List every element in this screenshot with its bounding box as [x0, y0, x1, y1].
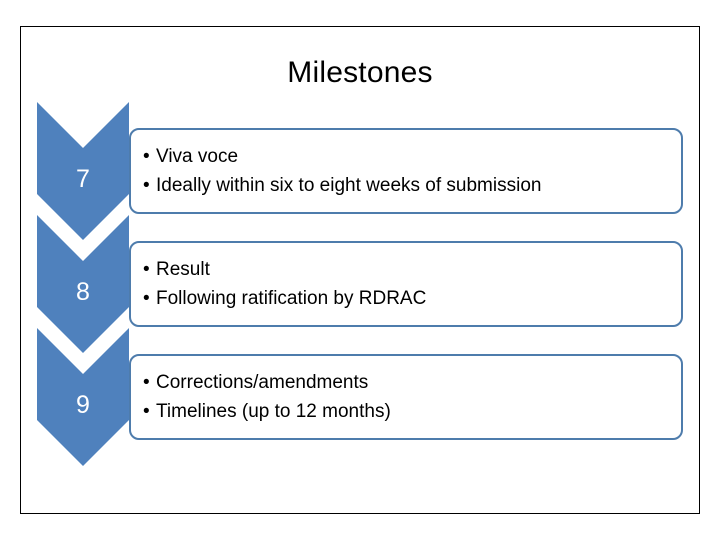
list-item: • Viva voce [143, 142, 673, 171]
bullet-text: Ideally within six to eight weeks of sub… [156, 175, 542, 196]
bullet-icon: • [143, 372, 150, 393]
list-item: • Timelines (up to 12 months) [143, 397, 673, 426]
list-item: • Corrections/amendments [143, 368, 673, 397]
milestone-step-2[interactable]: 8 • Result • Following ratification by R… [21, 215, 701, 353]
bullet-icon: • [143, 259, 150, 280]
bullet-icon: • [143, 146, 150, 167]
slide-frame: Milestones 7 • Viva voce • Ideally withi… [20, 26, 700, 514]
list-item: • Following ratification by RDRAC [143, 284, 673, 313]
milestone-step-3[interactable]: 9 • Corrections/amendments • Timelines (… [21, 328, 701, 466]
bullet-icon: • [143, 288, 150, 309]
chevron-shape-3: 9 [37, 328, 129, 466]
step-card-3[interactable]: • Corrections/amendments • Timelines (up… [129, 354, 683, 440]
step-card-2[interactable]: • Result • Following ratification by RDR… [129, 241, 683, 327]
bullet-text: Following ratification by RDRAC [156, 288, 427, 309]
bullet-text: Timelines (up to 12 months) [156, 401, 391, 422]
bullet-text: Result [156, 259, 210, 280]
step-card-1[interactable]: • Viva voce • Ideally within six to eigh… [129, 128, 683, 214]
milestone-diagram: 7 • Viva voce • Ideally within six to ei… [21, 27, 701, 515]
bullet-text: Corrections/amendments [156, 372, 369, 393]
bullet-icon: • [143, 175, 150, 196]
list-item: • Result [143, 255, 673, 284]
milestone-step-1[interactable]: 7 • Viva voce • Ideally within six to ei… [21, 102, 701, 240]
bullet-icon: • [143, 401, 150, 422]
bullet-text: Viva voce [156, 146, 239, 167]
list-item: • Ideally within six to eight weeks of s… [143, 171, 673, 200]
page-title: Milestones [287, 56, 433, 89]
